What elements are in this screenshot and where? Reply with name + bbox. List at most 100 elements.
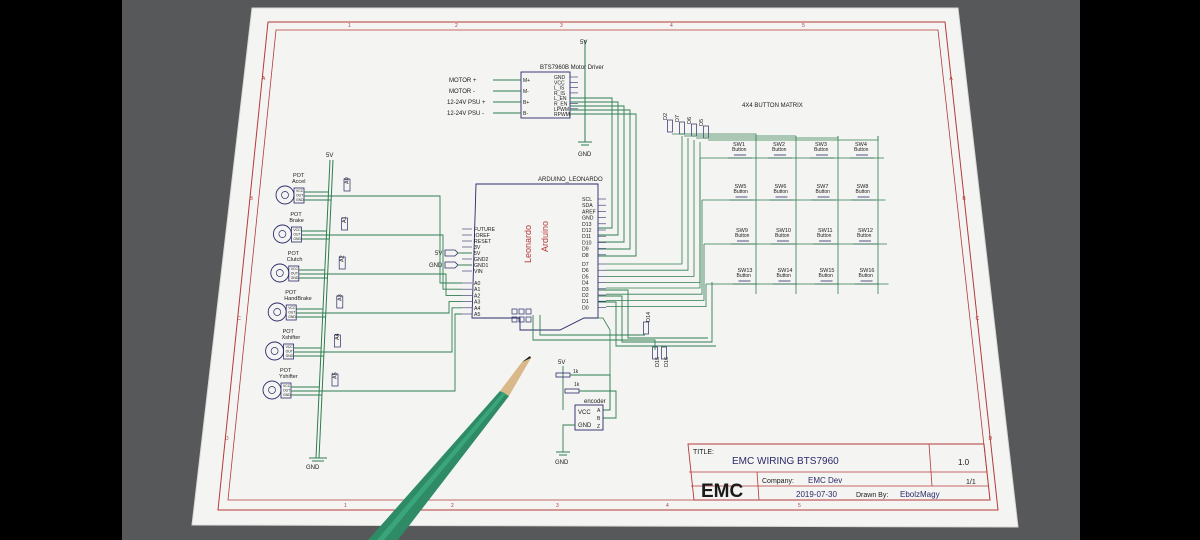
col-marker: 5 [798, 503, 801, 509]
drawn-by-name: EbolzMagy [900, 490, 940, 499]
encoder-body [574, 404, 604, 431]
arduino-pin: D5 [582, 274, 589, 280]
pot-signal-wire [291, 313, 462, 392]
paper-sheet [191, 7, 1019, 528]
arduino-5v-flag: 5V [435, 251, 442, 257]
arduino-pin: RESET [474, 239, 492, 245]
motor-driver-pin: R_IS [554, 91, 566, 97]
diode-label: D14 [646, 312, 652, 322]
arduino-pin: A5 [474, 312, 480, 318]
button-label: Button [775, 233, 790, 239]
pot-signal-wire [304, 195, 462, 284]
arduino-pin: D10 [582, 240, 592, 246]
drawing-title: EMC WIRING BTS7960 [732, 456, 839, 467]
motor-driver-gnd-label: GND [578, 152, 592, 158]
drawing-frame-outer [217, 21, 999, 511]
pot-name: POT [283, 329, 295, 335]
diode-body [667, 119, 673, 133]
net-label: A1 [342, 216, 348, 223]
motor-driver-pin: L_IS [554, 86, 565, 92]
arduino-right-pins: SCLSDAAREFGNDD13D12D11D10D9D8D7D6D5D4D3D… [582, 197, 606, 311]
pot-pin: VCC [296, 189, 304, 193]
button-label: Button [857, 233, 872, 239]
button-label: Button [814, 147, 829, 153]
pot-name: POT [288, 251, 300, 257]
col-marker: 2 [451, 503, 454, 509]
col-marker: 1 [348, 23, 351, 29]
diode-label: D6 [687, 117, 693, 124]
matrix-diode-wire [606, 140, 695, 277]
diode-label: D2 [663, 113, 669, 120]
pot-pin: GND [288, 315, 296, 319]
encoder-circuit: 5V 1k 1k encoder VCC GND A B Z GND [555, 317, 617, 466]
row-marker: C [237, 316, 241, 322]
sheet-number: 1/1 [966, 479, 976, 486]
pencil [368, 356, 531, 540]
motor-driver-pin: RPWM [554, 112, 570, 118]
pot-pin: OUT [286, 350, 293, 354]
matrix-col-wire [708, 136, 879, 141]
pot-pin: GND [293, 237, 301, 241]
title-block: TITLE: EMC WIRING BTS7960 1.0 EMC Compan… [687, 443, 991, 502]
pot-pin: OUT [283, 389, 290, 393]
encoder-resistor-2: 1k [574, 382, 580, 388]
button-label: Button [772, 147, 787, 153]
button-ref: SW13 [738, 268, 753, 274]
encoder-pin-vcc: VCC [578, 410, 591, 416]
row-marker: A [949, 76, 953, 82]
pot-rail-gnd-label: GND [306, 465, 320, 471]
motor-driver-pin: B+ [523, 100, 529, 106]
button-label: Button [732, 147, 747, 153]
button-ref: SW9 [736, 228, 748, 234]
arduino-title: ARDUINO_LEONARDO [538, 177, 603, 183]
matrix-diode-wire [606, 142, 701, 284]
button-label: Button [735, 233, 750, 239]
arduino-pin: D12 [582, 228, 592, 234]
arduino-pin: GND1 [474, 263, 489, 269]
arduino-pin: D11 [582, 234, 591, 240]
motor-driver-pin: R_EN [554, 102, 568, 108]
pot-pin: OUT [293, 233, 300, 237]
pot-body [293, 187, 305, 204]
matrix-col-wire [672, 133, 757, 136]
net-label: A0 [345, 177, 351, 184]
matrix-row-feed [606, 244, 705, 301]
button-label: Button [819, 273, 834, 279]
pot-name: POT [290, 212, 302, 218]
button-ref: SW11 [818, 228, 833, 234]
pot-body [290, 226, 302, 243]
matrix-diode-wire [606, 136, 683, 265]
arduino-logo-arduino: Arduino [540, 221, 550, 252]
motor-driver-net-labels: MOTOR +MOTOR -12-24V PSU +12-24V PSU - [447, 78, 486, 117]
row-marker: B [250, 196, 254, 202]
arduino-body [471, 183, 599, 331]
arduino-pin: A0 [474, 281, 480, 287]
arduino-pin: 3V [474, 245, 481, 251]
arduino-gnd-flag: GND [429, 263, 443, 269]
motor-driver-title: BTS7960B Motor Driver [540, 65, 604, 71]
pot-rails [309, 159, 334, 462]
button-ref: SW4 [855, 142, 867, 148]
encoder-pin-a: A [597, 408, 601, 414]
pot-label: Brake [289, 218, 303, 224]
button-label: Button [856, 189, 871, 195]
diode-label: D5 [699, 119, 705, 126]
col-marker: 1 [344, 503, 347, 509]
net-label-box [336, 295, 344, 309]
diode-label: D16 [664, 357, 670, 367]
diode-body [643, 321, 649, 335]
arduino-pin: A1 [474, 287, 480, 293]
col-marker: 2 [455, 23, 458, 29]
button-ref: SW12 [858, 228, 873, 234]
button-label: Button [817, 233, 832, 239]
pot-body [280, 382, 292, 399]
arduino-pin: D8 [582, 253, 589, 259]
arduino-pin: A4 [474, 306, 480, 312]
